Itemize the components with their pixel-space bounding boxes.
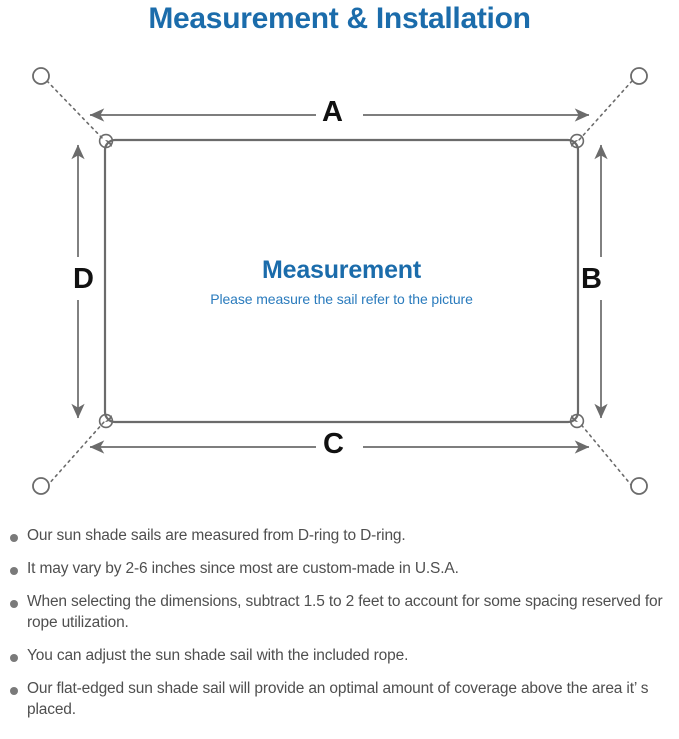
rope-line-top-left	[46, 80, 105, 141]
list-item: Our sun shade sails are measured from D-…	[10, 526, 676, 547]
rope-line-bottom-right	[578, 421, 633, 487]
dimension-label-a: A	[322, 96, 343, 128]
list-item: You can adjust the sun shade sail with t…	[10, 646, 676, 667]
rope-line-bottom-left	[46, 421, 105, 487]
bullet-icon	[10, 653, 18, 662]
notes-list: Our sun shade sails are measured from D-…	[10, 526, 676, 732]
anchor-point-top-right	[630, 67, 648, 85]
d-ring-top-right	[569, 133, 585, 149]
sail-shape	[103, 138, 580, 424]
note-text: When selecting the dimensions, subtract …	[27, 592, 663, 631]
note-text: Our flat-edged sun shade sail will provi…	[27, 679, 649, 718]
page-title: Measurement & Installation	[148, 2, 531, 35]
d-ring-bottom-left	[98, 413, 114, 429]
note-text: You can adjust the sun shade sail with t…	[27, 646, 409, 664]
anchor-point-top-left	[32, 67, 50, 85]
bullet-icon	[10, 599, 18, 608]
bullet-icon	[10, 686, 18, 695]
sail-measurement-diagram	[32, 67, 648, 495]
anchor-point-bottom-left	[32, 477, 50, 495]
note-text: It may vary by 2-6 inches since most are…	[27, 559, 459, 577]
list-item: When selecting the dimensions, subtract …	[10, 592, 676, 634]
dimension-label-c: C	[323, 428, 344, 460]
bullet-icon	[10, 534, 18, 542]
d-ring-bottom-right	[569, 413, 585, 429]
d-ring-top-left	[98, 133, 114, 149]
dimension-label-d: D	[73, 263, 94, 295]
rope-line-top-right	[578, 80, 633, 141]
list-item: It may vary by 2-6 inches since most are…	[10, 559, 676, 580]
dimension-label-b: B	[581, 263, 602, 295]
anchor-point-bottom-right	[630, 477, 648, 495]
bullet-icon	[10, 566, 18, 575]
note-text: Our sun shade sails are measured from D-…	[27, 527, 406, 544]
list-item: Our flat-edged sun shade sail will provi…	[10, 679, 676, 721]
